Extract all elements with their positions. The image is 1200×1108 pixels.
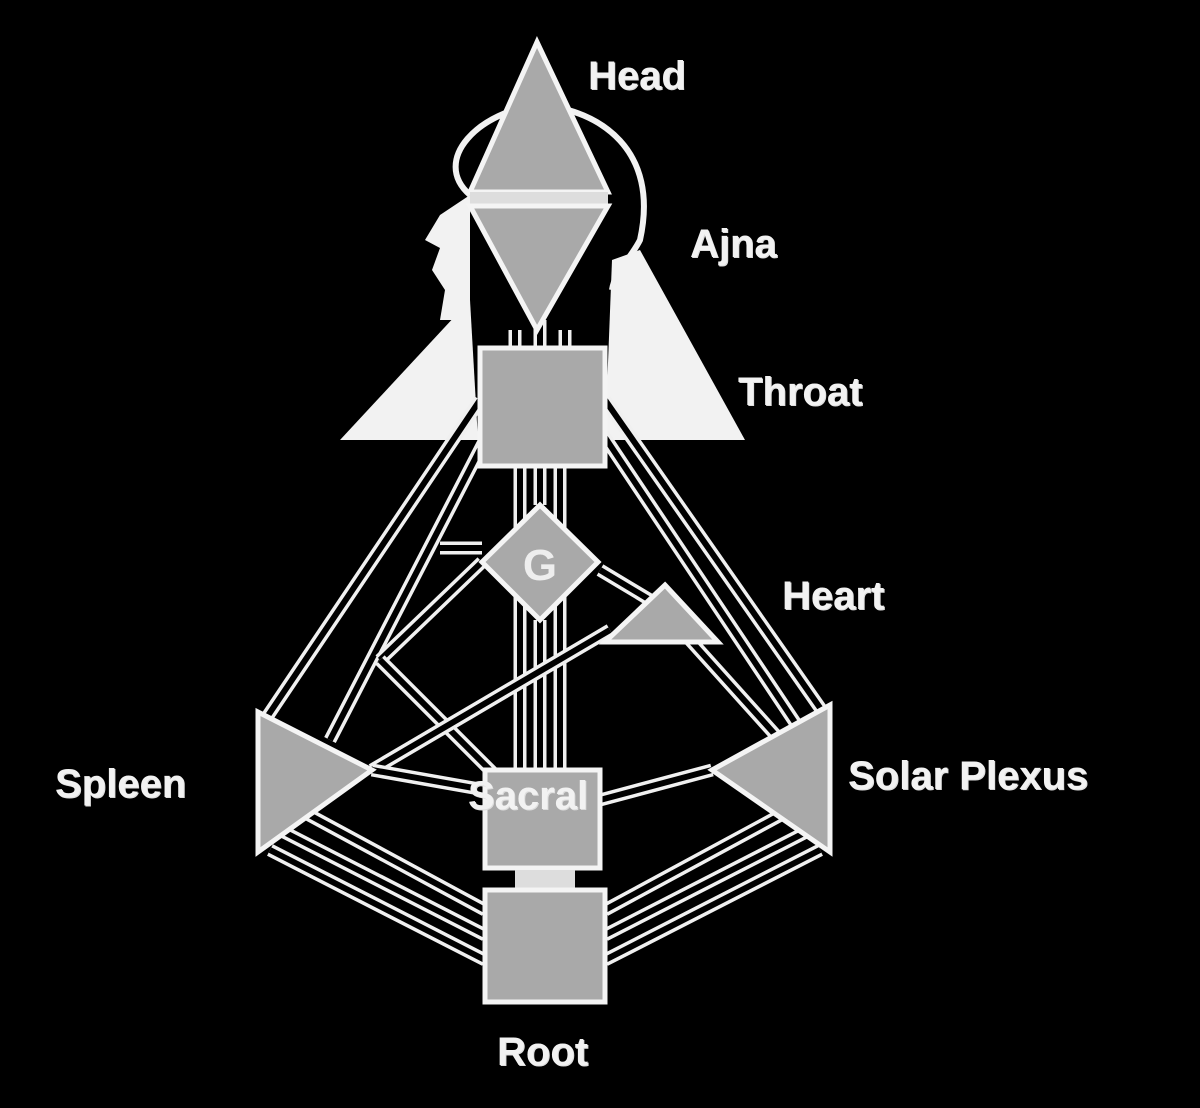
silhouette-right-shoulder [605,250,745,440]
silhouette-head-outline [452,101,647,291]
g-center-label: G [523,541,557,590]
channels [259,320,831,966]
heart-center [598,581,724,645]
channel-line [371,767,486,793]
silhouette [340,101,745,440]
channel-line [687,637,783,743]
channel-line [603,807,792,913]
throat-center [477,345,608,469]
g-center [478,501,602,624]
label-heart: Heart [782,574,885,618]
channel-line [327,428,493,742]
ajna-center [465,203,613,336]
centers [255,36,833,1005]
label-head: Head [588,54,686,98]
label-solar-plexus: Solar Plexus [848,754,1089,798]
channel-line [603,847,822,963]
channel-line [603,827,812,938]
channel-line [602,398,828,717]
channel-line [377,559,485,663]
label-throat: Throat [738,370,863,414]
label-sacral: Sacral [468,774,589,818]
channel-line [370,627,612,773]
solar-plexus-center [707,700,833,857]
spleen-center [255,707,377,857]
channel-line [268,847,487,963]
sacral-root-gates [515,870,575,888]
channel-line [278,827,487,938]
channel-line [598,567,652,603]
label-root: Root [497,1030,589,1074]
root-center [482,887,608,1005]
head-ajna-gates [470,192,608,206]
label-spleen: Spleen [55,762,187,806]
channel-line [377,657,503,783]
silhouette-face-profile [425,195,470,320]
channel-line [597,428,803,732]
label-ajna: Ajna [690,222,777,266]
channel-line [262,398,483,722]
channel-line [599,767,713,803]
channel-line [298,807,487,913]
silhouette-left-shoulder [340,300,478,440]
sacral-center [482,767,603,871]
